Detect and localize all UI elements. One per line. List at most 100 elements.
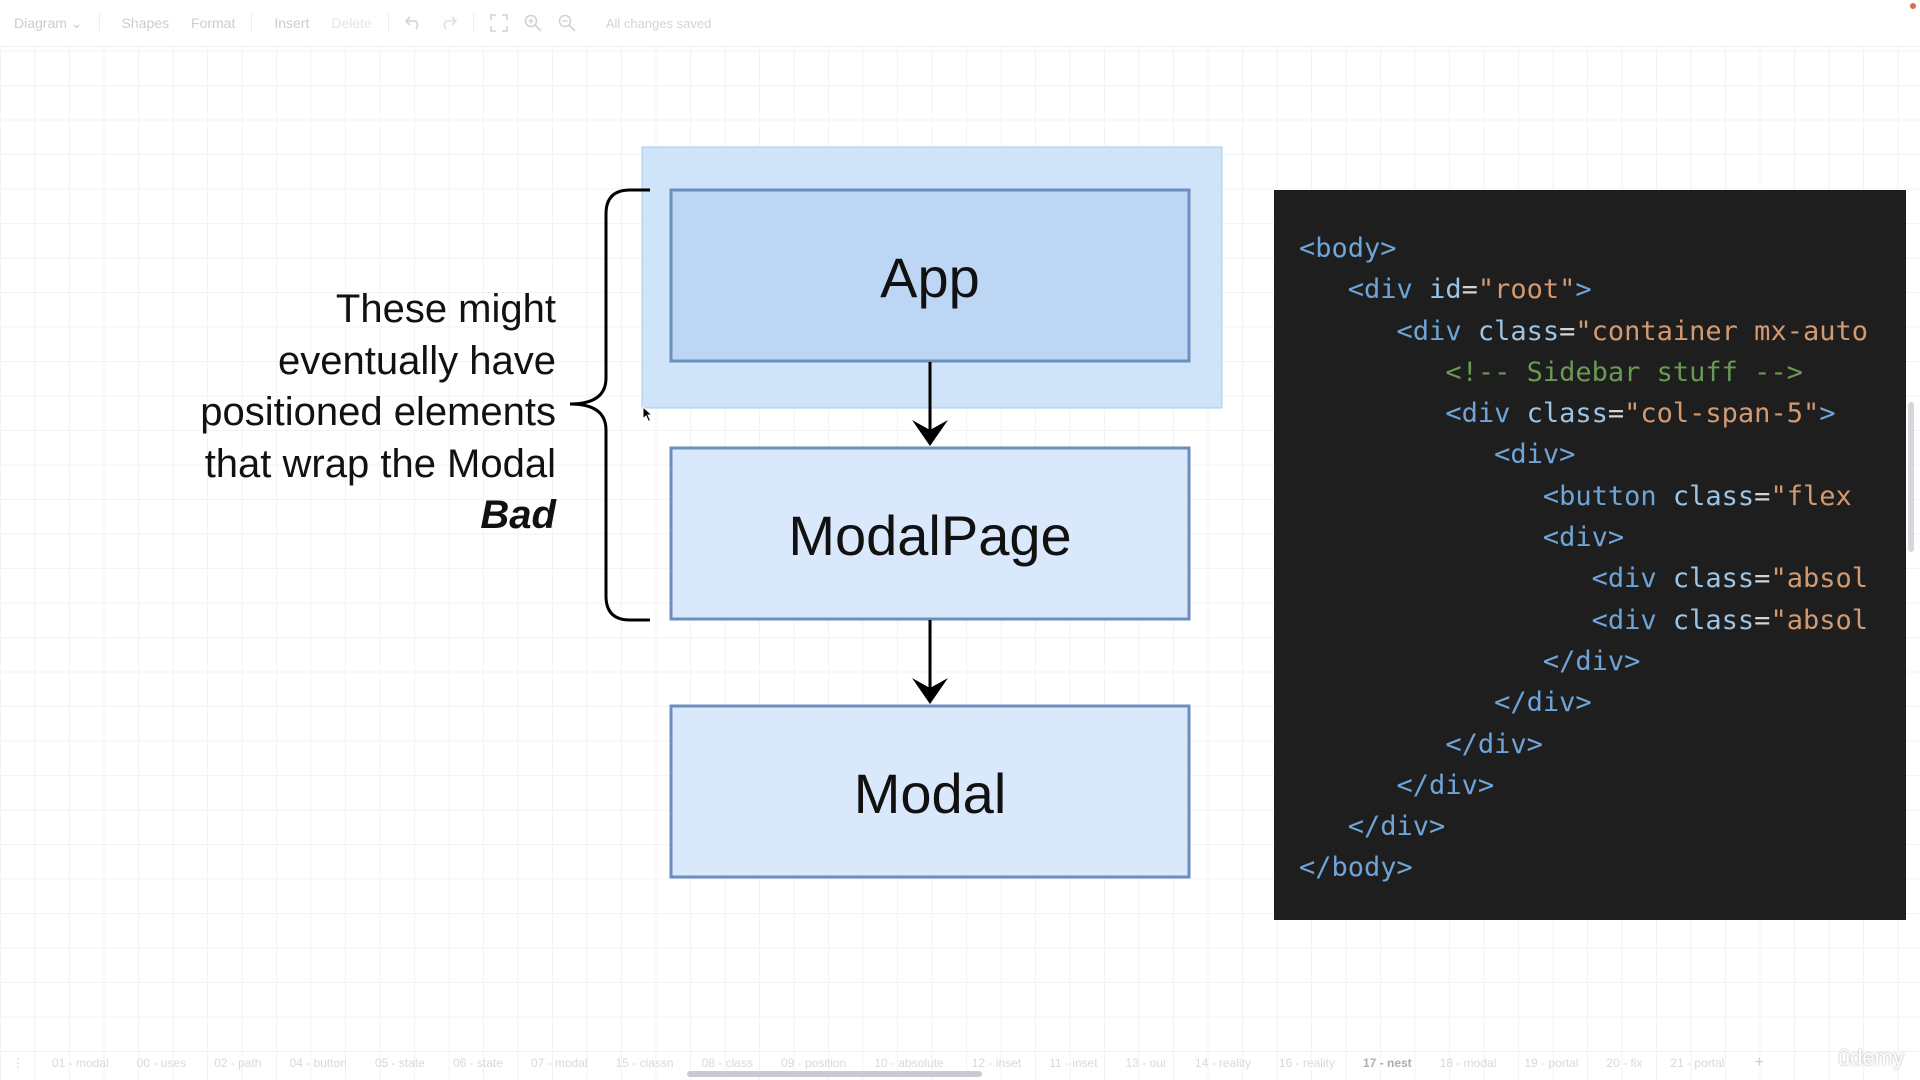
code-token bbox=[1299, 481, 1543, 512]
more-pages-icon[interactable]: ⋮ bbox=[12, 1056, 24, 1070]
code-token bbox=[1299, 274, 1348, 305]
code-token: <div bbox=[1591, 604, 1673, 636]
code-line: <div> bbox=[1299, 434, 1906, 475]
redo-icon[interactable] bbox=[437, 12, 459, 34]
code-token: = bbox=[1461, 274, 1478, 306]
format-button[interactable]: Format bbox=[191, 15, 236, 31]
undo-icon[interactable] bbox=[403, 12, 425, 34]
note-line: These might bbox=[336, 287, 556, 331]
code-token: </div> bbox=[1347, 811, 1446, 843]
page-tab[interactable]: 21 - portal bbox=[1670, 1056, 1725, 1070]
page-tab[interactable]: 19 - portal bbox=[1524, 1056, 1579, 1070]
page-tab[interactable]: 18 - modal bbox=[1439, 1056, 1497, 1070]
node-app-box[interactable] bbox=[669, 188, 1191, 363]
vertical-scrollbar[interactable] bbox=[1908, 402, 1914, 552]
code-panel: <body> <div id="root"> <div class="conta… bbox=[1274, 190, 1906, 920]
toolbar-divider bbox=[98, 13, 100, 33]
code-token: <div bbox=[1445, 398, 1527, 430]
code-line: <button class="flex bbox=[1299, 476, 1906, 517]
node-modalpage-box[interactable] bbox=[669, 446, 1191, 621]
code-token bbox=[1299, 770, 1397, 801]
code-token: class bbox=[1526, 398, 1608, 430]
code-token: <body> bbox=[1299, 233, 1397, 264]
node-modal[interactable]: Modal bbox=[669, 704, 1191, 879]
toolbar-divider bbox=[472, 13, 474, 33]
page-tab[interactable]: 17 - nest bbox=[1362, 1056, 1412, 1070]
code-line: </body> bbox=[1299, 847, 1906, 888]
code-token: </div> bbox=[1494, 687, 1592, 719]
code-token: = bbox=[1559, 315, 1576, 347]
code-token: </div> bbox=[1445, 728, 1543, 760]
node-modal-box[interactable] bbox=[669, 704, 1191, 879]
code-token bbox=[1299, 811, 1348, 842]
page-tab[interactable]: 11 - inset bbox=[1049, 1056, 1098, 1070]
code-line: </div> bbox=[1299, 765, 1906, 806]
code-line: <div id="root"> bbox=[1299, 269, 1906, 310]
fullscreen-icon[interactable] bbox=[488, 12, 510, 34]
code-token bbox=[1299, 357, 1445, 388]
page-tab[interactable]: 04 - button bbox=[289, 1056, 347, 1070]
shapes-button[interactable]: Shapes bbox=[121, 15, 170, 31]
zoom-in-icon[interactable] bbox=[522, 12, 544, 34]
notification-dot bbox=[1910, 3, 1916, 9]
page-tab[interactable]: 06 - state bbox=[452, 1056, 503, 1070]
page-tab[interactable]: 09 - position bbox=[780, 1056, 847, 1070]
page-tab[interactable]: 15 - classn bbox=[615, 1056, 674, 1070]
code-token: </div> bbox=[1396, 769, 1495, 801]
code-token: = bbox=[1754, 604, 1771, 636]
zoom-out-icon[interactable] bbox=[556, 12, 578, 34]
code-token: > bbox=[1575, 274, 1592, 306]
node-modalpage-label: ModalPage bbox=[788, 504, 1071, 567]
arrowhead-icon bbox=[912, 420, 948, 446]
code-line: <div> bbox=[1299, 517, 1906, 558]
code-line: </div> bbox=[1299, 682, 1906, 723]
code-token: <button bbox=[1542, 480, 1673, 512]
code-token: <!-- Sidebar stuff --> bbox=[1445, 356, 1803, 388]
curly-brace-shape bbox=[569, 188, 650, 622]
note-emphasis: Bad bbox=[480, 493, 557, 537]
page-tab[interactable]: 07 - modal bbox=[530, 1056, 588, 1070]
code-token: <div bbox=[1396, 315, 1478, 347]
node-modalpage[interactable]: ModalPage bbox=[669, 446, 1191, 621]
diagram-canvas: App ModalPage Modal These might eventual… bbox=[200, 146, 1223, 879]
code-line: <div class="absol bbox=[1299, 558, 1906, 599]
page-tab[interactable]: 20 - fix bbox=[1606, 1056, 1643, 1070]
code-token bbox=[1299, 439, 1494, 470]
code-token: class bbox=[1477, 315, 1560, 347]
node-app[interactable]: App bbox=[669, 188, 1191, 363]
code-line: <body> bbox=[1299, 228, 1906, 269]
page-tab[interactable]: 16 - reality bbox=[1278, 1056, 1335, 1070]
page-tab[interactable]: 12 - inset bbox=[971, 1056, 1022, 1070]
toolbar-divider bbox=[251, 13, 253, 33]
note-line: eventually have bbox=[278, 339, 556, 383]
insert-button[interactable]: Insert bbox=[274, 15, 310, 31]
add-page-icon[interactable]: + bbox=[1754, 1054, 1764, 1071]
code-token: = bbox=[1754, 563, 1771, 595]
page-tab[interactable]: 14 - reality bbox=[1194, 1056, 1251, 1070]
page-tab[interactable]: 01 - modal bbox=[52, 1056, 109, 1070]
horizontal-scrollbar[interactable] bbox=[687, 1071, 982, 1077]
code-token: "root" bbox=[1477, 274, 1576, 306]
code-token: "absol bbox=[1770, 604, 1868, 636]
code-line: <!-- Sidebar stuff --> bbox=[1299, 352, 1906, 393]
code-token bbox=[1299, 687, 1494, 718]
code-token: <div> bbox=[1494, 439, 1576, 471]
toolbar-divider bbox=[387, 13, 389, 33]
chevron-down-icon: ⌄ bbox=[70, 14, 83, 31]
node-modal-label: Modal bbox=[854, 762, 1007, 825]
arrowhead-icon bbox=[912, 678, 948, 704]
delete-button[interactable]: Delete bbox=[331, 15, 372, 31]
code-token: </div> bbox=[1542, 645, 1641, 677]
code-block: <body> <div id="root"> <div class="conta… bbox=[1274, 190, 1906, 889]
code-token: class bbox=[1672, 563, 1755, 595]
code-line: </div> bbox=[1299, 641, 1906, 682]
page-tab[interactable]: 13 - our bbox=[1125, 1056, 1167, 1070]
diagram-menu[interactable]: Diagram ⌄ bbox=[6, 11, 91, 36]
code-token: id bbox=[1429, 274, 1462, 306]
page-tab[interactable]: 10 - absolute bbox=[874, 1056, 944, 1070]
page-tab[interactable]: 02 - path bbox=[214, 1056, 262, 1070]
page-tab[interactable]: 05 - state bbox=[374, 1056, 425, 1070]
page-tab[interactable]: 00 - uses bbox=[136, 1056, 187, 1070]
code-token: </body> bbox=[1299, 852, 1413, 884]
page-tab[interactable]: 08 - class bbox=[701, 1056, 753, 1070]
